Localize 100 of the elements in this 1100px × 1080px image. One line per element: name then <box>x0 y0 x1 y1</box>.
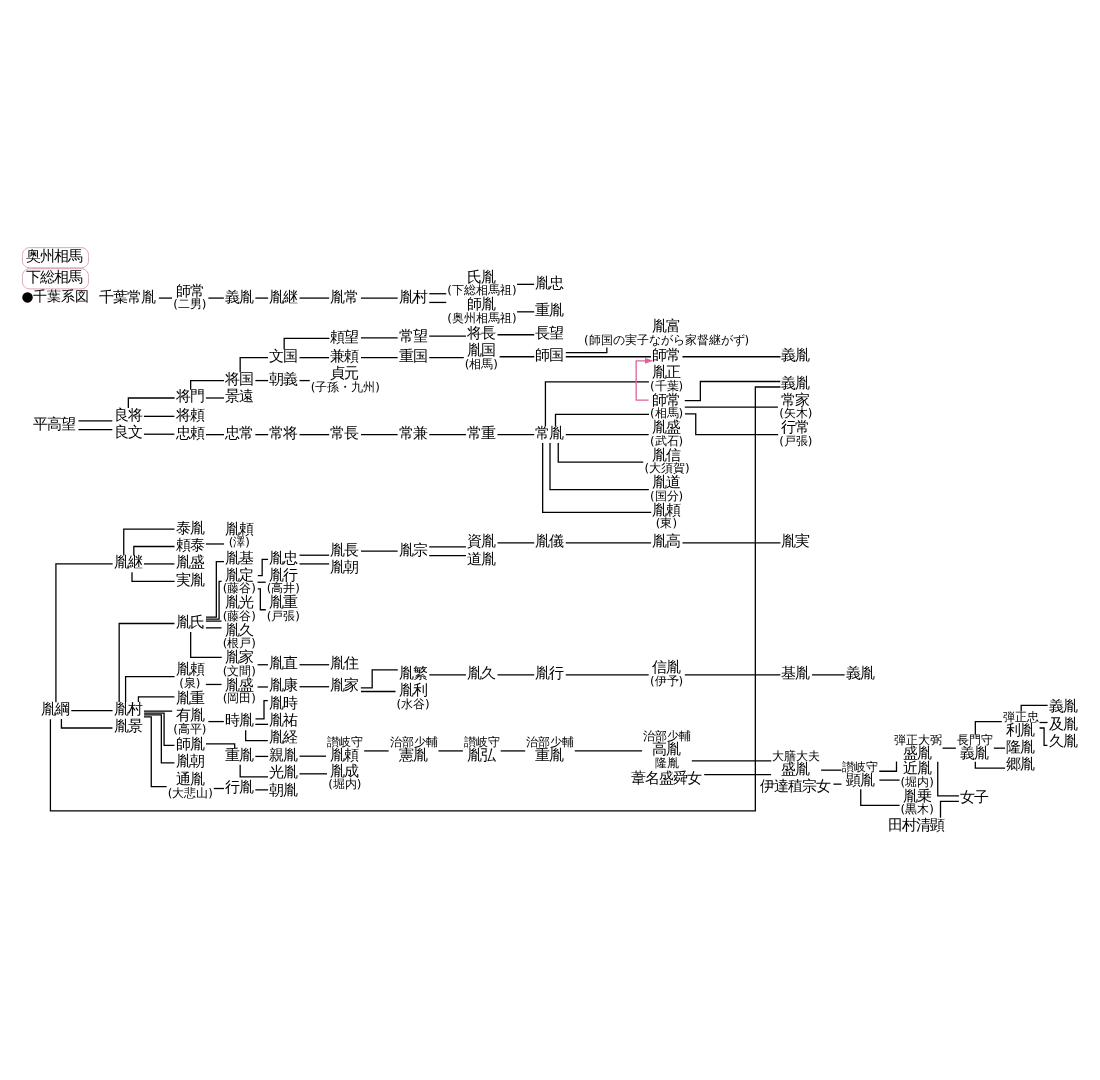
connector <box>360 549 399 551</box>
connector <box>143 709 173 711</box>
connector <box>974 719 1003 735</box>
connector <box>143 713 176 763</box>
connector <box>298 433 330 435</box>
connector <box>684 379 781 401</box>
connector <box>298 663 330 665</box>
connector <box>496 541 535 543</box>
connector <box>283 336 331 350</box>
connector <box>428 673 467 675</box>
connector <box>190 630 223 658</box>
connector <box>77 419 113 421</box>
connector <box>565 433 650 435</box>
connector <box>428 554 467 556</box>
connector <box>820 768 843 770</box>
connector <box>565 355 652 357</box>
connector <box>205 619 223 621</box>
connector <box>496 333 535 335</box>
connector <box>565 673 650 675</box>
connector <box>428 356 465 358</box>
connector <box>684 405 779 407</box>
connector <box>205 560 225 617</box>
connector <box>298 562 330 564</box>
connector <box>681 355 782 357</box>
connector <box>205 626 223 628</box>
connector <box>684 412 779 435</box>
connector <box>239 356 269 372</box>
connector <box>542 441 652 512</box>
connector <box>939 799 960 818</box>
connector <box>681 541 782 543</box>
connector <box>574 749 643 751</box>
connector <box>254 699 269 719</box>
connector <box>428 433 467 435</box>
connector <box>496 433 535 435</box>
connector <box>360 433 399 435</box>
connector <box>77 428 113 430</box>
connector <box>205 433 225 435</box>
connector <box>544 380 650 426</box>
connector <box>363 749 390 751</box>
connector <box>257 587 267 610</box>
connector <box>257 557 269 576</box>
connector <box>60 717 114 728</box>
connector <box>360 356 399 358</box>
connector <box>127 396 176 408</box>
arrow <box>635 357 654 400</box>
connector <box>878 759 898 771</box>
connector <box>565 345 608 353</box>
connector <box>205 742 236 748</box>
connector <box>496 673 535 675</box>
connector <box>254 788 269 790</box>
connector <box>133 544 176 556</box>
connector <box>360 689 397 692</box>
connector <box>428 334 467 336</box>
connector <box>499 355 535 357</box>
connector <box>143 562 176 564</box>
connector <box>298 553 330 555</box>
connector <box>811 673 846 675</box>
connector <box>1020 703 1049 712</box>
connector <box>937 760 960 796</box>
connector <box>123 527 176 556</box>
connector <box>1038 726 1049 746</box>
connector <box>143 715 168 787</box>
connector <box>205 542 225 544</box>
connector <box>298 754 327 756</box>
connector <box>684 673 781 675</box>
connector <box>190 378 225 390</box>
connector <box>360 336 399 338</box>
connector <box>131 570 176 581</box>
connector <box>878 778 901 780</box>
connector <box>832 782 843 784</box>
connector <box>554 412 650 426</box>
connector <box>360 668 399 688</box>
connector <box>298 296 330 298</box>
connector <box>298 772 328 774</box>
connector <box>118 621 176 702</box>
connector <box>205 579 223 619</box>
connector <box>298 356 330 358</box>
connector <box>565 541 652 543</box>
connector <box>360 296 399 298</box>
connector <box>239 763 269 777</box>
connector <box>143 711 176 746</box>
connector <box>437 749 464 751</box>
connector <box>124 675 176 702</box>
connector <box>549 441 650 490</box>
connector <box>703 772 772 775</box>
connector <box>245 728 269 741</box>
connector <box>158 296 173 298</box>
connector <box>298 685 330 687</box>
connector <box>256 685 269 687</box>
connector <box>207 296 225 298</box>
connector <box>860 787 901 806</box>
connector <box>143 432 176 434</box>
connector <box>691 759 772 761</box>
connector <box>70 708 114 711</box>
connector <box>500 749 526 751</box>
connector <box>143 414 176 416</box>
connector <box>254 296 269 298</box>
connector <box>974 760 1006 768</box>
connector <box>428 545 467 547</box>
connector <box>49 385 782 811</box>
